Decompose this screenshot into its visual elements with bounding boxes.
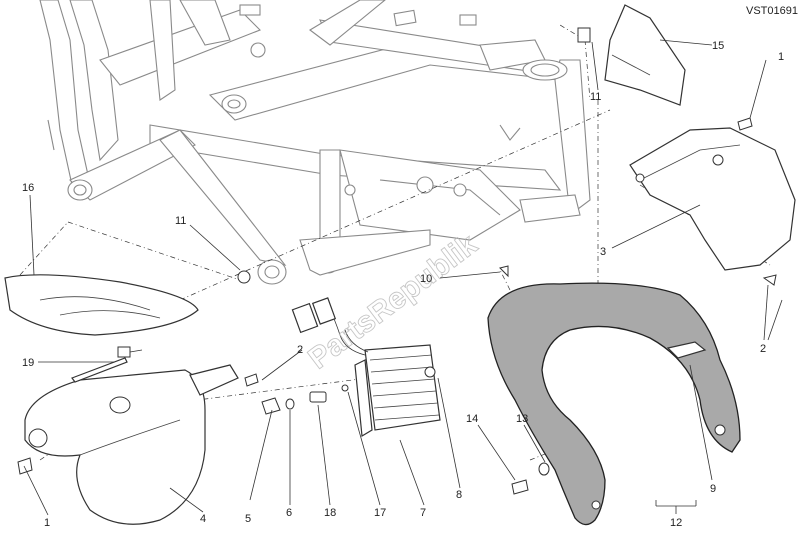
callout-5: 5 [245, 513, 251, 525]
left-fairing-cover [24, 364, 239, 525]
callout-7: 7 [420, 507, 426, 519]
callout-3: 3 [600, 246, 606, 258]
callout-10: 10 [420, 273, 432, 285]
small-right-cover [604, 4, 686, 106]
callout-16: 16 [22, 182, 34, 194]
callout-18: 18 [324, 507, 336, 519]
callout-11-left: 11 [175, 215, 186, 227]
callout-11-right: 11 [590, 91, 601, 103]
diagram-code: VST01691 [746, 5, 798, 17]
callout-6: 6 [286, 507, 292, 519]
callout-2-right: 2 [760, 343, 766, 355]
callout-9: 9 [710, 483, 716, 495]
callout-2-regulator: 2 [297, 344, 303, 356]
callout-15: 15 [712, 40, 724, 52]
mounting-hardware [17, 27, 777, 495]
callout-1-bottom: 1 [44, 517, 50, 529]
voltage-regulator [291, 297, 441, 438]
callout-19: 19 [22, 357, 34, 369]
callout-13: 13 [516, 413, 528, 425]
side-cover-panel [4, 274, 199, 336]
callout-17: 17 [374, 507, 386, 519]
callout-4: 4 [200, 513, 206, 525]
callout-14: 14 [466, 413, 478, 425]
cable-tie [71, 346, 143, 383]
frame-assembly [39, 0, 591, 285]
callout-1-top: 1 [778, 51, 784, 63]
front-fairing [487, 282, 741, 526]
callout-8: 8 [456, 489, 462, 501]
leader-lines [23, 39, 783, 516]
right-fairing-cover [629, 127, 796, 271]
callout-12: 12 [670, 517, 682, 529]
callout-numbers: 1 1 2 2 2 3 4 5 6 7 8 9 10 11 11 12 13 1… [22, 40, 784, 529]
